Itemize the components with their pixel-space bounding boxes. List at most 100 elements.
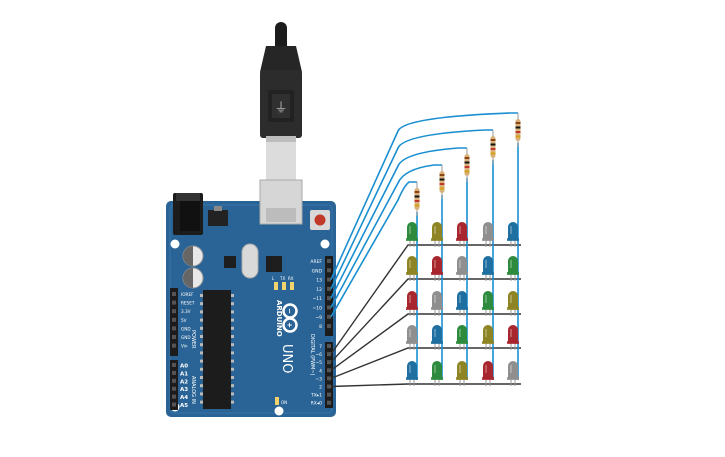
header-pin[interactable] — [327, 314, 331, 319]
resistor-band — [439, 174, 445, 176]
digital-pin-label: 13 — [316, 278, 322, 284]
arduino-uno-board[interactable]: L TX RX ON − + ARDUINO UNO IOREFRESET3.3… — [166, 179, 336, 417]
header-pin[interactable] — [327, 384, 331, 389]
header-pin[interactable] — [327, 268, 331, 273]
led-highlight — [510, 295, 512, 303]
power-pin-label: GND — [181, 335, 191, 340]
led-highlight — [434, 295, 436, 303]
reset-button[interactable] — [310, 210, 330, 230]
led — [507, 291, 519, 316]
header-pin[interactable] — [327, 259, 331, 263]
led-label-on: ON — [281, 400, 287, 405]
header-pin[interactable] — [172, 300, 176, 305]
led-highlight — [459, 365, 461, 373]
header-pin[interactable] — [327, 296, 331, 301]
resistor-band — [515, 122, 521, 124]
header-pin[interactable] — [172, 394, 176, 399]
led-highlight — [459, 260, 461, 268]
led-rim — [507, 272, 519, 275]
led-body — [407, 361, 417, 379]
led — [431, 222, 443, 247]
header-pin[interactable] — [172, 335, 176, 339]
svg-text:−: − — [286, 308, 294, 314]
header-pin[interactable] — [172, 378, 176, 383]
resistor-band — [414, 195, 420, 198]
led-highlight — [485, 260, 487, 268]
header-pin[interactable] — [327, 392, 331, 397]
chip-pin — [231, 351, 234, 355]
led-body — [483, 325, 493, 343]
header-pin[interactable] — [172, 317, 176, 322]
anode-wire — [330, 147, 467, 299]
led-highlight — [409, 329, 411, 337]
header-pin[interactable] — [327, 286, 331, 291]
led-highlight — [409, 260, 411, 268]
led-body — [508, 256, 518, 274]
led — [431, 361, 443, 386]
chip-pin — [231, 384, 234, 388]
led-body — [407, 325, 417, 343]
resistor-band — [439, 183, 445, 185]
digital-pin-label: 2 — [319, 385, 322, 391]
chip-pin — [231, 359, 234, 363]
digital-pin-label: 12 — [316, 287, 322, 293]
analog-header-label: ANALOG IN — [190, 376, 196, 404]
header-pin[interactable] — [327, 344, 331, 348]
header-pin[interactable] — [327, 368, 331, 373]
header-pin[interactable] — [172, 326, 176, 331]
header-pin[interactable] — [172, 402, 176, 407]
arduino-logo: − + — [282, 303, 298, 333]
led-body — [457, 256, 467, 274]
anode-wire — [330, 181, 417, 318]
resistor-band — [414, 204, 420, 207]
led-matrix — [406, 222, 519, 386]
header-pin[interactable] — [327, 376, 331, 381]
chip-pin — [200, 326, 203, 330]
led — [507, 325, 519, 350]
resistor — [414, 182, 420, 216]
header-pin[interactable] — [327, 277, 331, 282]
header-pin[interactable] — [172, 386, 176, 391]
chip-pin — [200, 359, 203, 363]
header-pin[interactable] — [327, 400, 331, 405]
anode-wire — [330, 112, 518, 280]
header-pin[interactable] — [327, 305, 331, 310]
led-highlight — [485, 365, 487, 373]
led — [507, 222, 519, 247]
header-pin[interactable] — [327, 324, 331, 329]
led-label-l: L — [272, 276, 275, 281]
header-pin[interactable] — [172, 370, 176, 375]
header-pin[interactable] — [172, 292, 176, 296]
resistor-band — [464, 170, 470, 173]
led-body — [483, 291, 493, 309]
header-pin[interactable] — [172, 309, 176, 314]
led-body — [407, 291, 417, 309]
digital-pin-label: ~5 — [315, 360, 322, 366]
led-label-rx: RX — [288, 276, 294, 281]
chip-pin — [231, 400, 234, 404]
resistor — [464, 148, 470, 182]
digital-pin-label: ~6 — [315, 352, 322, 358]
led-rim — [482, 377, 494, 380]
chip-pin — [231, 343, 234, 347]
analog-pin-label: A1 — [180, 371, 188, 377]
cathode-wire — [330, 313, 521, 371]
led-rim — [456, 272, 468, 275]
resistor-band — [515, 131, 521, 133]
led-body — [508, 361, 518, 379]
mounting-hole — [320, 239, 330, 249]
led-body — [457, 222, 467, 240]
led-body — [483, 361, 493, 379]
header-pin[interactable] — [172, 343, 176, 348]
led-rim — [431, 238, 443, 241]
header-pin[interactable] — [172, 363, 176, 367]
led-highlight — [485, 295, 487, 303]
digital-pin-label: ~3 — [315, 376, 322, 382]
led-highlight — [409, 226, 411, 234]
usb-cable: ⏚ — [260, 22, 302, 180]
led-body — [457, 325, 467, 343]
led-highlight — [434, 329, 436, 337]
header-pin[interactable] — [327, 360, 331, 365]
header-pin[interactable] — [327, 352, 331, 357]
